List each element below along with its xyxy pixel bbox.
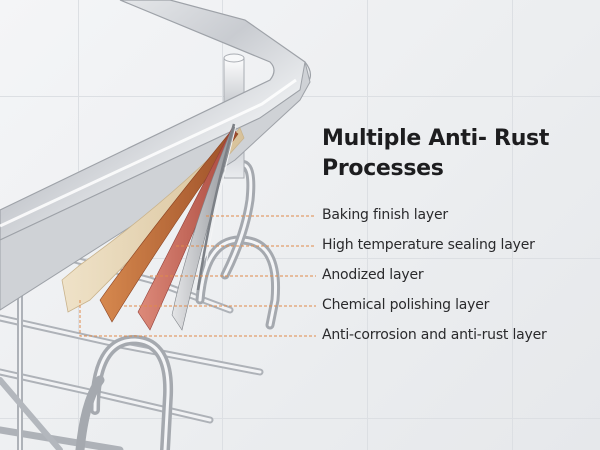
layer-label-high-temp-sealing: High temperature sealing layer <box>322 237 535 253</box>
layer-label-anti-corrosion: Anti-corrosion and anti-rust layer <box>322 327 547 343</box>
page-title-line-2: Processes <box>322 156 444 181</box>
layer-label-anodized: Anodized layer <box>322 267 424 283</box>
page-title: Multiple Anti- Rust Processes <box>322 124 592 184</box>
layer-cutaway <box>61 123 245 331</box>
shelf-frame-tube <box>0 0 311 311</box>
layer-label-chemical-polishing: Chemical polishing layer <box>322 297 490 313</box>
leader-line-anti-corrosion <box>79 300 316 337</box>
page-title-line-1: Multiple Anti- Rust <box>322 126 550 151</box>
leader-lines <box>79 215 316 337</box>
layer-label-baking-finish: Baking finish layer <box>322 207 448 223</box>
